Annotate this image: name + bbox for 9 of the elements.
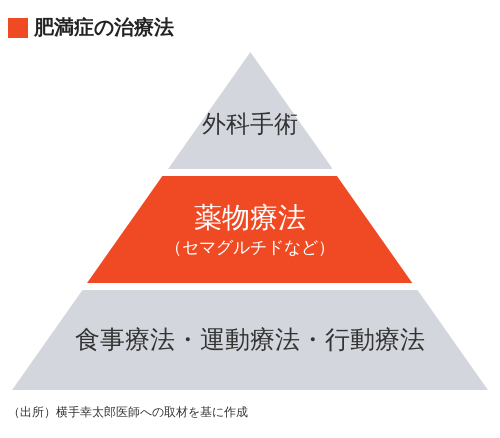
pyramid-middle-tier — [87, 176, 413, 283]
source-note: （出所）横手幸太郎医師への取材を基に作成 — [8, 404, 248, 421]
tier-label: 食事療法・運動療法・行動療法 — [75, 324, 425, 356]
pyramid-top-tier — [168, 52, 332, 169]
tier-label: 外科手術 — [202, 108, 298, 140]
tier-sublabel: （セマグルチドなど） — [164, 236, 335, 259]
title: 肥満症の治療法 — [34, 14, 174, 41]
pyramid-base-tier — [12, 290, 488, 390]
tier-label: 薬物療法 — [194, 200, 306, 236]
